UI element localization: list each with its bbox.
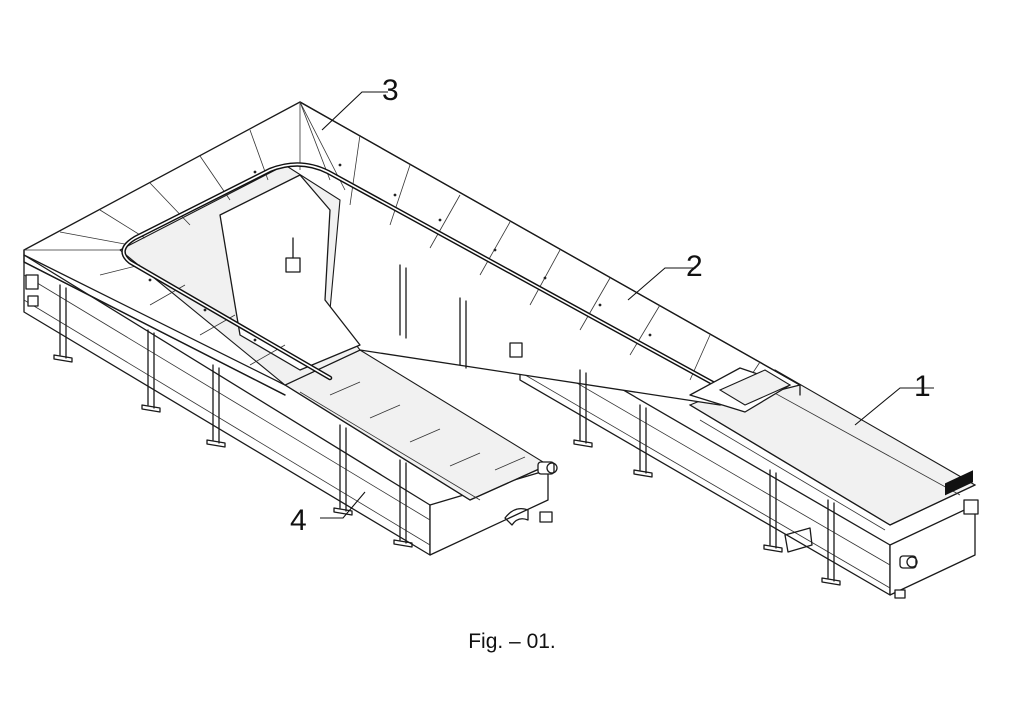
figure-caption: Fig. – 01.: [468, 630, 556, 653]
pipe-fittings: [25, 237, 979, 599]
callout-label-3: 3: [382, 74, 399, 107]
callout-label-4: 4: [290, 504, 307, 537]
callout-1: 1: [854, 370, 934, 426]
transfer-chute: [689, 367, 792, 413]
callout-3: 3: [321, 74, 399, 131]
callout-label-1: 1: [914, 370, 931, 403]
callout-label-2: 2: [686, 250, 703, 283]
conveyor-rail: [121, 162, 743, 401]
support-legs: [53, 264, 841, 586]
callout-4: 4: [290, 491, 366, 537]
callout-2: 2: [627, 250, 703, 301]
tank-body: [23, 254, 977, 596]
